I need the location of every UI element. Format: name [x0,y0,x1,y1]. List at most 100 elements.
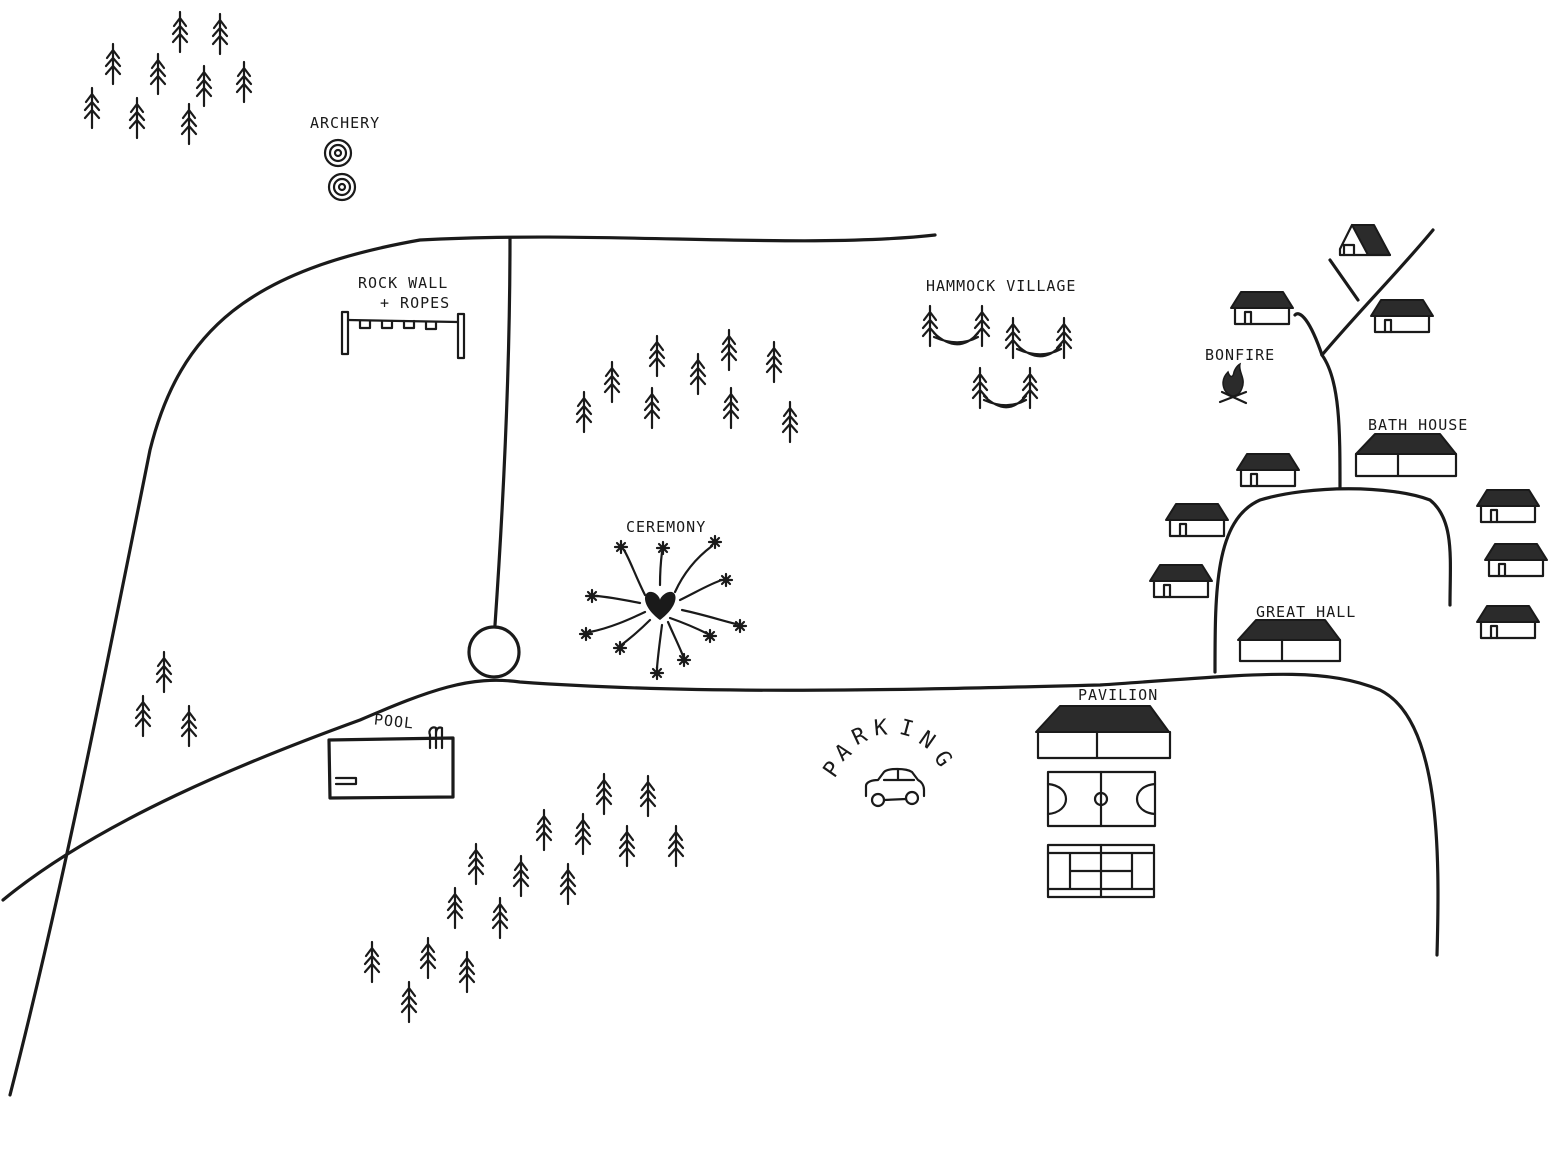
ceremony-label: CEREMONY [626,518,706,536]
forest-northwest [83,10,253,146]
tree-icon [575,390,593,434]
tree-icon [603,360,621,404]
tree-icon [618,824,636,868]
tree-icon [720,328,738,372]
spark-icon [676,652,692,668]
road-bath-house [1320,353,1342,490]
tree-icon [400,980,418,1024]
spark-icon [649,665,665,681]
spark-icon [718,572,734,588]
road-cabins-north-a [1293,312,1324,357]
road-main [1,672,1440,957]
cabin-icon [1338,223,1392,257]
cabin-icon [1229,290,1295,326]
cabin-icon [1369,298,1435,334]
pool-area: POOL [327,710,455,800]
tree-icon [128,96,146,140]
tree-icon [180,102,198,146]
bath-house: BATH HOUSE [1354,416,1468,478]
tree-icon [134,694,152,738]
hammock-village-label: HAMMOCK VILLAGE [926,277,1076,295]
forest-west [134,650,198,748]
tree-icon [235,60,253,104]
spark-icon [613,539,629,555]
archery-target-icon [327,172,357,202]
cabin-icon [1235,452,1301,488]
tree-icon [1004,316,1022,360]
spark-icon [707,534,723,550]
tree-icon [211,12,229,56]
tree-icon [689,352,707,396]
tree-icon [180,704,198,748]
bath-house-label: BATH HOUSE [1368,416,1468,434]
ropes-label: + ROPES [380,294,450,312]
tree-icon [1055,316,1073,360]
tree-icon [722,386,740,430]
archery-target-icon [323,138,353,168]
spark-icon [702,628,718,644]
pavilion-roof [1035,705,1170,733]
road-great-hall-loop [1213,487,1453,674]
cabins [1148,223,1549,640]
tree-icon [512,854,530,898]
tree-icon [419,936,437,980]
great-hall: GREAT HALL [1237,603,1356,663]
tree-icon [458,950,476,994]
ropes-course-icon [340,310,466,360]
great-hall-label: GREAT HALL [1256,603,1356,621]
spark-icon [732,618,748,634]
tree-icon [639,774,657,818]
pool-step [334,776,358,786]
road-cabins-north-b [1320,228,1435,357]
road-cabins-north-c [1328,258,1360,302]
cabin-icon [1148,563,1214,599]
fire-icon [1218,362,1248,405]
tree-icon [363,940,381,984]
tree-icon [491,896,509,940]
tennis-court [1046,843,1156,899]
pavilion-label: PAVILION [1078,686,1158,704]
tree-icon [781,400,799,444]
parking-area: P A R K I N G [819,715,960,808]
bath-house-roof [1355,433,1457,455]
spark-icon [584,588,600,604]
pavilion-area: PAVILION [1035,686,1172,899]
parking-letter: K [873,715,894,742]
roads [1,228,1453,1097]
archery-area: ARCHERY [310,114,380,202]
tree-icon [155,650,173,694]
great-hall-roof [1237,619,1341,641]
tree-icon [446,886,464,930]
bonfire-area: BONFIRE [1205,346,1275,405]
tree-icon [83,86,101,130]
tree-icon [195,64,213,108]
tree-icon [643,386,661,430]
cabin-icon [1475,488,1541,524]
tree-icon [971,366,989,410]
archery-label: ARCHERY [310,114,380,132]
rock-wall-label: ROCK WALL [358,274,448,292]
roundabout [467,625,521,679]
hammock-icon [982,394,1028,409]
spark-icon [578,626,594,642]
hammock-icon [1015,343,1063,358]
spark-icon [655,540,671,556]
basketball-court [1046,770,1157,828]
car-icon [864,767,926,808]
pool-label: POOL [373,710,415,732]
tree-icon [535,808,553,852]
hammock-icon [932,331,980,346]
road-west-loop [8,233,937,1097]
forest-central [575,328,799,444]
ceremony-area: CEREMONY [578,518,748,681]
tree-icon [648,334,666,378]
tree-icon [149,52,167,96]
road-north-connector [493,236,512,627]
pool-outline [327,736,455,800]
tree-icon [973,304,991,348]
bonfire-label: BONFIRE [1205,346,1275,364]
heart-icon [645,591,676,620]
tree-icon [765,340,783,384]
hammock-village: HAMMOCK VILLAGE [921,277,1076,410]
